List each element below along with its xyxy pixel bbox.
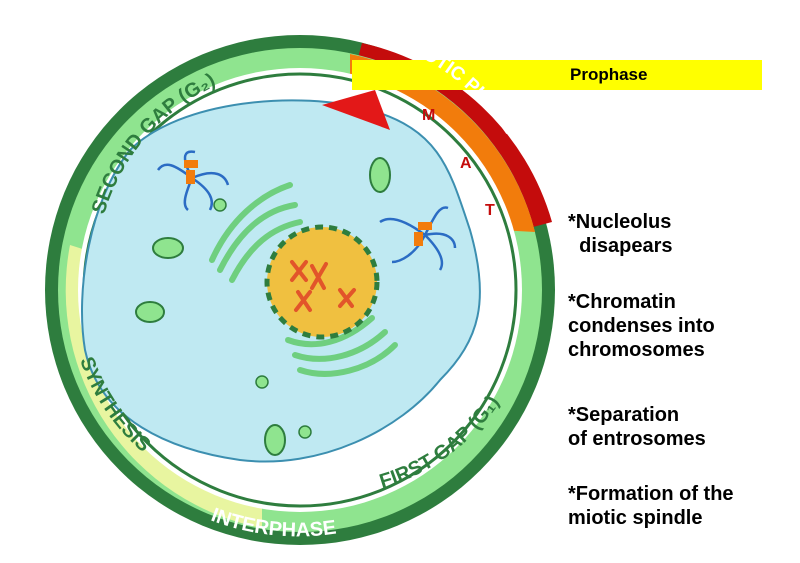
stage-m-label: M [422, 107, 435, 124]
chromatin [290, 260, 356, 312]
note-spindle: *Formation of the miotic spindle [568, 483, 734, 529]
vesicles [213, 198, 312, 439]
centrosome-upper-left [156, 150, 230, 211]
centrosome-right [379, 206, 457, 271]
note-nucleolus: *Nucleolus disapears [568, 211, 673, 257]
prophase-bar [352, 60, 762, 90]
nuclear-envelope [264, 224, 380, 340]
note-centrosomes: *Separation of entrosomes [568, 404, 706, 450]
stage-a-label: A [460, 155, 472, 172]
endoplasmic-reticulum [209, 182, 398, 377]
stage-t-label: T [485, 202, 495, 219]
prophase-pointer [322, 90, 390, 130]
mitochondria [135, 157, 391, 456]
prophase-label: Prophase [570, 65, 647, 84]
note-chromatin: *Chromatin condenses into chromosomes [568, 291, 715, 361]
